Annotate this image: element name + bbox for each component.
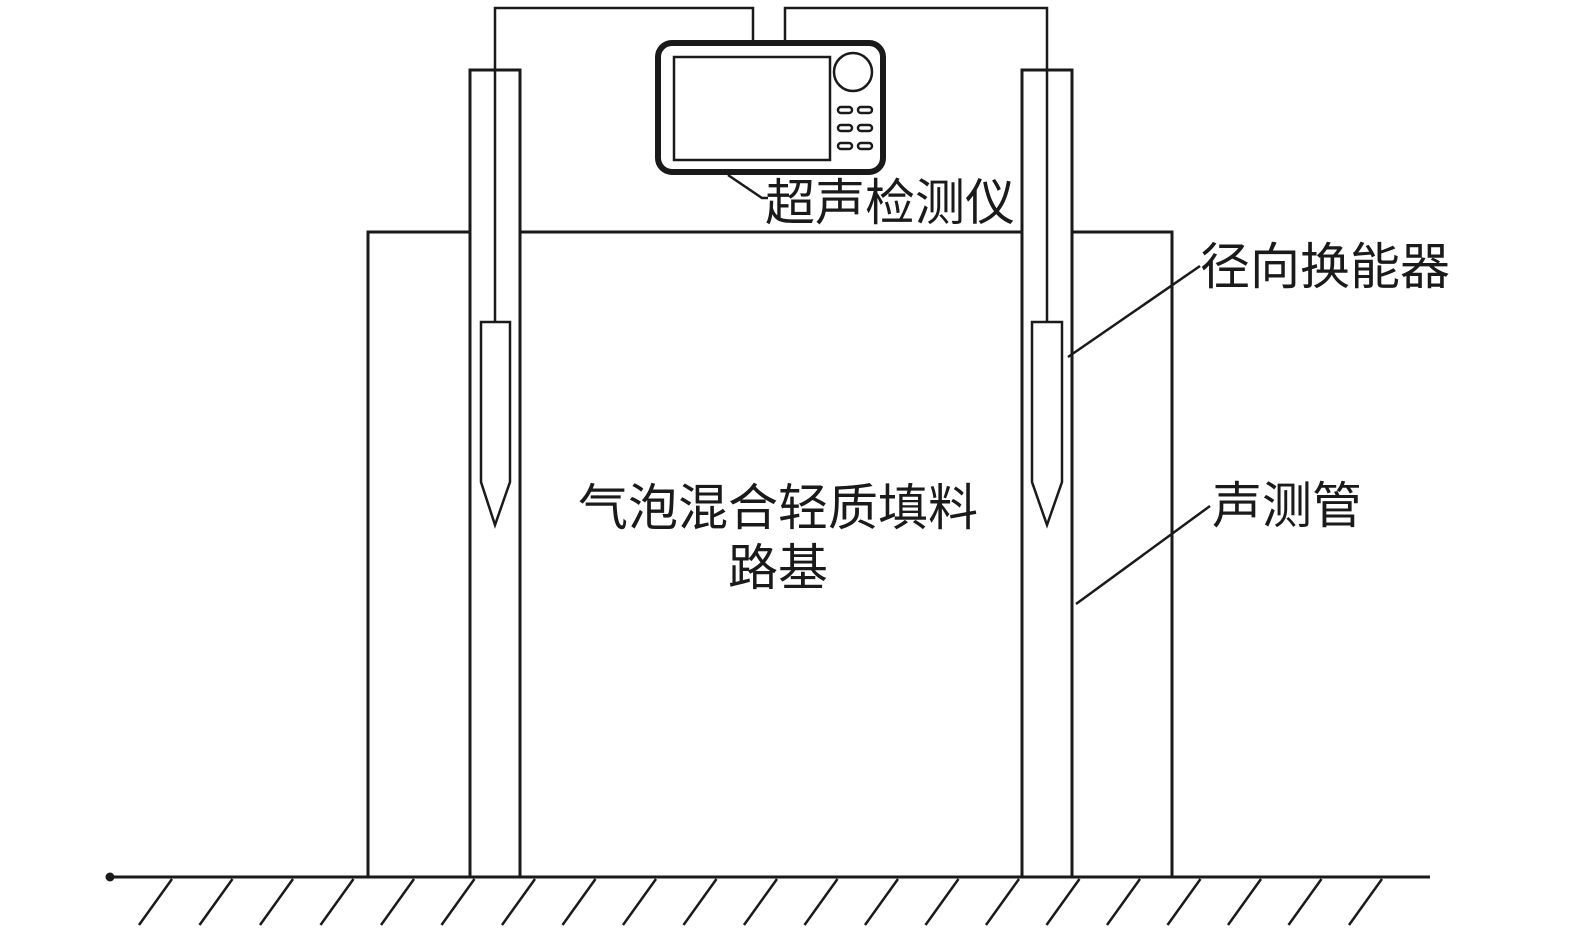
ground-hatch-line — [319, 878, 355, 926]
instrument-screen — [672, 55, 832, 162]
ground-hatch-line — [1166, 878, 1202, 926]
instrument-leader — [727, 173, 768, 200]
ground-hatch-line — [500, 878, 537, 926]
ground-hatch-line — [924, 878, 960, 926]
subgrade-label-line1: 气泡混合轻质填料 — [578, 479, 978, 537]
transducer-label: 径向换能器 — [1200, 238, 1450, 296]
ground-hatch-line — [137, 878, 174, 926]
ground-hatch-line — [803, 878, 839, 926]
ground-hatch-line — [984, 878, 1021, 926]
right-transducer — [1030, 320, 1064, 529]
ground-hatch-line — [258, 878, 295, 926]
ground — [105, 872, 1430, 926]
ground-hatch-line — [1045, 878, 1081, 926]
ground-hatch-line — [621, 878, 658, 926]
ground-hatch-line — [1287, 878, 1323, 926]
subgrade-label-line2: 路基 — [728, 539, 828, 597]
ground-hatch-line — [440, 878, 476, 926]
left-transducer — [479, 320, 512, 529]
ground-hatch-line — [561, 878, 597, 926]
ground-hatch-line — [379, 878, 416, 926]
transducer-leader — [1067, 264, 1201, 359]
instrument-buttons — [836, 105, 874, 151]
sound-tube-label: 声测管 — [1212, 477, 1362, 535]
ground-hatch-line — [1105, 878, 1142, 926]
left-cable — [493, 6, 755, 322]
instrument-knob — [832, 51, 874, 93]
ground-hatch-line — [1226, 878, 1263, 926]
ground-hatch-line — [198, 878, 234, 926]
ultrasonic-instrument — [655, 40, 886, 175]
ground-hatch-line — [1347, 878, 1384, 926]
subgrade-body — [366, 230, 1174, 877]
sound-tube-leader — [1075, 504, 1211, 606]
ground-hatch-line — [863, 878, 900, 926]
right-cable — [783, 6, 1049, 322]
instrument-label: 超声检测仪 — [765, 174, 1015, 232]
ground-hatch-line — [742, 878, 779, 926]
ground-hatch-line — [682, 878, 718, 926]
